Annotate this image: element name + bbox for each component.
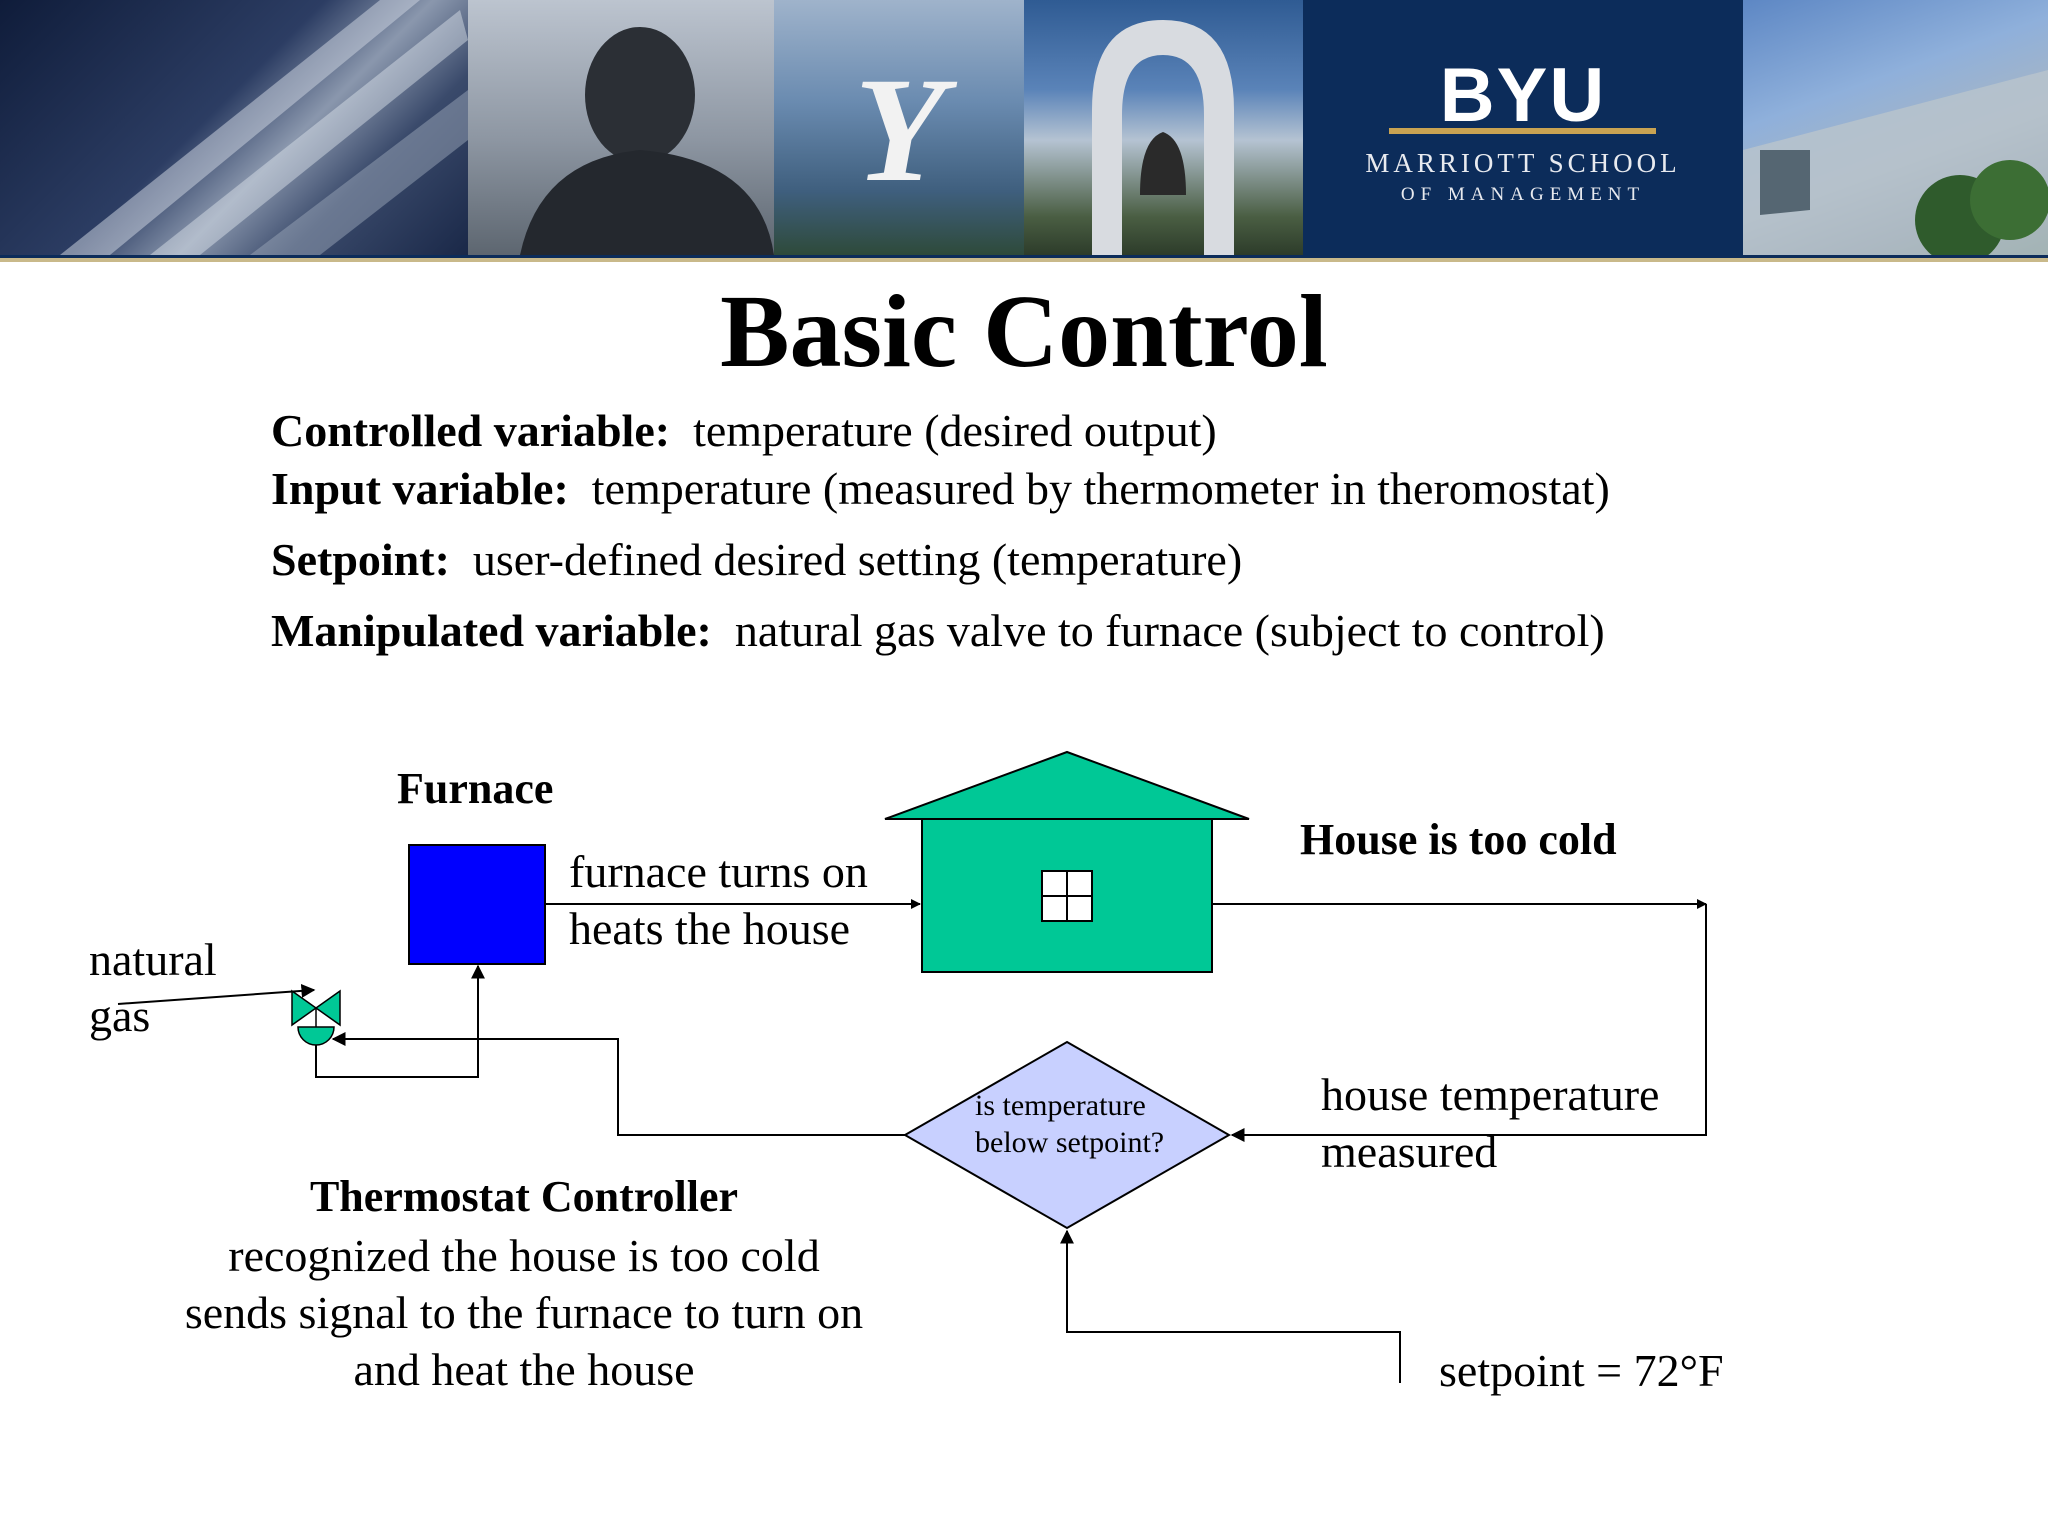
natural-gas-input-arrow: [117, 983, 316, 1005]
definition-input-variable: Input variable: temperature (measured by…: [271, 462, 1610, 516]
thermostat-description-line3: and heat the house: [353, 1344, 695, 1395]
house-status-label: House is too cold: [1300, 815, 1617, 864]
thermostat-description-line2: sends signal to the furnace to turn on: [184, 1287, 864, 1338]
controller-signal-line: [331, 1032, 905, 1136]
valve-to-furnace-line: [315, 964, 485, 1078]
byu-logo-word: BYU: [1439, 53, 1607, 138]
thermostat-description-line1: recognized the house is too cold: [228, 1230, 820, 1281]
measurement-label-line2: measured: [1321, 1126, 1498, 1177]
measurement-label-line1: house temperature: [1321, 1069, 1660, 1120]
gas-valve-icon: [291, 989, 341, 1046]
definition-term: Setpoint:: [271, 534, 450, 585]
definition-text: temperature (measured by thermometer in …: [591, 463, 1610, 514]
measurement-feedback-line: [1230, 904, 1707, 1142]
byu-logo-management: OF MANAGEMENT: [1400, 184, 1646, 205]
decision-text-line2: below setpoint?: [975, 1126, 1165, 1159]
byu-logo-school: MARRIOTT SCHOOL: [1365, 148, 1681, 178]
definition-term: Input variable:: [271, 463, 569, 514]
svg-text:Y: Y: [854, 47, 958, 213]
definition-term: Controlled variable:: [271, 405, 671, 456]
definition-setpoint: Setpoint: user-defined desired setting (…: [271, 533, 1242, 587]
byu-logo-rule: [1389, 128, 1656, 134]
thermostat-controller-title: Thermostat Controller: [309, 1172, 739, 1221]
setpoint-input-line: [1060, 1229, 1401, 1383]
definition-controlled-variable: Controlled variable: temperature (desire…: [271, 404, 1217, 458]
definition-text: temperature (desired output): [693, 405, 1217, 456]
slide-title: Basic Control: [720, 274, 1328, 389]
furnace-label: Furnace: [397, 764, 554, 813]
natural-gas-label-line1: natural: [89, 934, 217, 985]
definition-term: Manipulated variable:: [271, 605, 712, 656]
byu-logo: BYU MARRIOTT SCHOOL OF MANAGEMENT: [1303, 0, 1743, 255]
furnace-block: [408, 844, 546, 965]
natural-gas-label-line2: gas: [89, 990, 151, 1041]
furnace-action-line2: heats the house: [569, 903, 851, 954]
banner-divider: [0, 255, 2048, 262]
banner-photo-details: Y: [60, 0, 2048, 255]
decision-diamond: [902, 1040, 1232, 1230]
house-shape: [884, 750, 1250, 973]
setpoint-label: setpoint = 72°F: [1439, 1345, 1724, 1396]
definition-text: user-defined desired setting (temperatur…: [472, 534, 1243, 585]
header-banner: BYU MARRIOTT SCHOOL OF MANAGEMENT Y: [0, 0, 2048, 262]
definition-text: natural gas valve to furnace (subject to…: [734, 605, 1605, 656]
banner-photo-mountain-y: [774, 0, 1024, 255]
definition-manipulated-variable: Manipulated variable: natural gas valve …: [271, 604, 1605, 658]
furnace-action-line1: furnace turns on: [569, 846, 868, 897]
decision-text-line1: is temperature: [975, 1089, 1146, 1122]
